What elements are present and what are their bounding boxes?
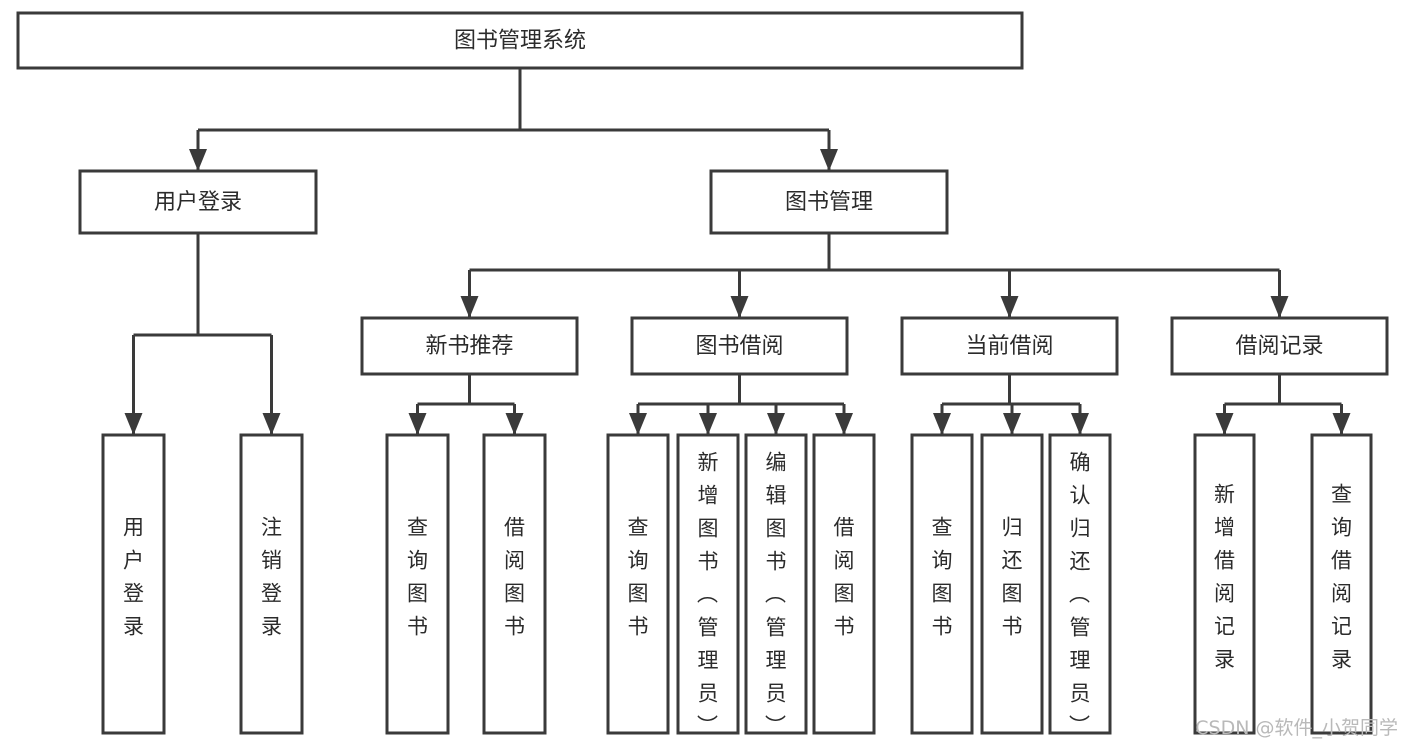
- node-box-leaf-query-book-recommend[interactable]: [385, 433, 450, 735]
- node-box-leaf-edit-book-admin[interactable]: [744, 433, 808, 735]
- node-box-leaf-user-login[interactable]: [101, 433, 166, 735]
- node-label-leaf-edit-book-admin: 编辑图书（管理员）: [765, 451, 787, 739]
- node-box-leaf-borrow-book[interactable]: [812, 433, 876, 735]
- node-leaf-borrow-book[interactable]: 借阅图书: [812, 433, 876, 735]
- node-label-new-book-recommend: 新书推荐: [425, 334, 513, 359]
- node-box-leaf-logout-login[interactable]: [239, 433, 304, 735]
- arrow-head-borrow-record: [1270, 296, 1289, 318]
- arrow-head-leaf-confirm-return-admin: [1071, 413, 1089, 435]
- arrow-head-new-book-recommend: [460, 296, 479, 318]
- arrow-head-leaf-user-login: [124, 413, 143, 435]
- node-label-root: 图书管理系统: [454, 29, 586, 54]
- node-book-management[interactable]: 图书管理: [709, 169, 949, 235]
- node-label-leaf-query-book-recommend: 查询图书: [407, 516, 428, 639]
- arrow-head-leaf-return-book: [1003, 413, 1021, 435]
- arrow-head-leaf-query-borrow-record: [1332, 413, 1351, 435]
- node-box-leaf-borrow-book-recommend[interactable]: [482, 433, 547, 735]
- node-user-login[interactable]: 用户登录: [78, 169, 318, 235]
- node-box-book-management[interactable]: [709, 169, 949, 235]
- node-label-leaf-user-login: 用户登录: [123, 516, 144, 639]
- node-leaf-query-book-current[interactable]: 查询图书: [910, 433, 974, 735]
- node-box-leaf-confirm-return-admin[interactable]: [1048, 433, 1112, 735]
- arrow-head-leaf-logout-login: [262, 413, 281, 435]
- node-label-leaf-confirm-return-admin: 确认归还（管理员）: [1069, 451, 1091, 739]
- arrow-head-leaf-query-book-current: [933, 413, 951, 435]
- node-box-current-borrow[interactable]: [900, 316, 1119, 376]
- arrow-head-leaf-borrow-book: [835, 413, 853, 435]
- node-new-book-recommend[interactable]: 新书推荐: [360, 316, 579, 376]
- arrow-head-leaf-add-book-admin: [699, 413, 717, 435]
- node-label-book-borrow: 图书借阅: [695, 334, 783, 359]
- node-box-leaf-add-book-admin[interactable]: [676, 433, 740, 735]
- csdn-watermark: CSDN @软件_小贺同学: [1195, 717, 1398, 739]
- arrow-head-user-login: [189, 149, 207, 171]
- node-leaf-borrow-book-recommend[interactable]: 借阅图书: [482, 433, 547, 735]
- arrow-head-current-borrow: [1000, 296, 1019, 318]
- node-label-leaf-add-borrow-record: 新增借阅记录: [1214, 483, 1235, 672]
- node-box-root[interactable]: [16, 11, 1024, 70]
- node-current-borrow[interactable]: 当前借阅: [900, 316, 1119, 376]
- arrow-head-leaf-query-book-borrow: [629, 413, 647, 435]
- node-box-book-borrow[interactable]: [630, 316, 849, 376]
- node-leaf-query-book-recommend[interactable]: 查询图书: [385, 433, 450, 735]
- node-box-leaf-query-book-borrow[interactable]: [606, 433, 670, 735]
- arrow-head-leaf-query-book-recommend: [408, 413, 427, 435]
- node-label-leaf-logout-login: 注销登录: [261, 516, 282, 639]
- arrow-head-leaf-edit-book-admin: [767, 413, 785, 435]
- arrow-head-book-management: [820, 149, 838, 171]
- node-box-leaf-return-book[interactable]: [980, 433, 1044, 735]
- node-label-leaf-borrow-book-recommend: 借阅图书: [504, 516, 525, 639]
- arrow-head-leaf-borrow-book-recommend: [505, 413, 524, 435]
- node-label-current-borrow: 当前借阅: [965, 334, 1053, 359]
- node-label-leaf-query-book-borrow: 查询图书: [628, 516, 649, 639]
- node-leaf-add-borrow-record[interactable]: 新增借阅记录: [1193, 433, 1256, 735]
- node-leaf-confirm-return-admin[interactable]: 确认归还（管理员）: [1048, 433, 1112, 739]
- node-leaf-edit-book-admin[interactable]: 编辑图书（管理员）: [744, 433, 808, 739]
- node-box-new-book-recommend[interactable]: [360, 316, 579, 376]
- node-label-leaf-borrow-book: 借阅图书: [834, 516, 855, 639]
- node-book-borrow[interactable]: 图书借阅: [630, 316, 849, 376]
- node-root[interactable]: 图书管理系统: [16, 11, 1024, 70]
- node-leaf-query-book-borrow[interactable]: 查询图书: [606, 433, 670, 735]
- node-box-leaf-add-borrow-record[interactable]: [1193, 433, 1256, 735]
- nodes-layer: 图书管理系统用户登录图书管理新书推荐图书借阅当前借阅借阅记录用户登录注销登录查询…: [16, 11, 1389, 739]
- node-box-leaf-query-book-current[interactable]: [910, 433, 974, 735]
- node-label-leaf-query-borrow-record: 查询借阅记录: [1331, 483, 1352, 672]
- node-borrow-record[interactable]: 借阅记录: [1170, 316, 1389, 376]
- node-label-user-login: 用户登录: [154, 190, 242, 215]
- node-label-leaf-return-book: 归还图书: [1002, 516, 1023, 639]
- arrow-head-leaf-add-borrow-record: [1215, 413, 1234, 435]
- node-label-leaf-add-book-admin: 新增图书（管理员）: [697, 451, 719, 739]
- arrow-head-book-borrow: [730, 296, 749, 318]
- node-leaf-logout-login[interactable]: 注销登录: [239, 433, 304, 735]
- node-leaf-user-login[interactable]: 用户登录: [101, 433, 166, 735]
- node-label-book-management: 图书管理: [785, 190, 873, 215]
- node-label-leaf-query-book-current: 查询图书: [932, 516, 953, 639]
- node-label-borrow-record: 借阅记录: [1235, 334, 1323, 359]
- node-box-borrow-record[interactable]: [1170, 316, 1389, 376]
- node-leaf-add-book-admin[interactable]: 新增图书（管理员）: [676, 433, 740, 739]
- node-leaf-query-borrow-record[interactable]: 查询借阅记录: [1310, 433, 1373, 735]
- node-leaf-return-book[interactable]: 归还图书: [980, 433, 1044, 735]
- node-box-user-login[interactable]: [78, 169, 318, 235]
- connectors-layer: [124, 68, 1351, 435]
- node-box-leaf-query-borrow-record[interactable]: [1310, 433, 1373, 735]
